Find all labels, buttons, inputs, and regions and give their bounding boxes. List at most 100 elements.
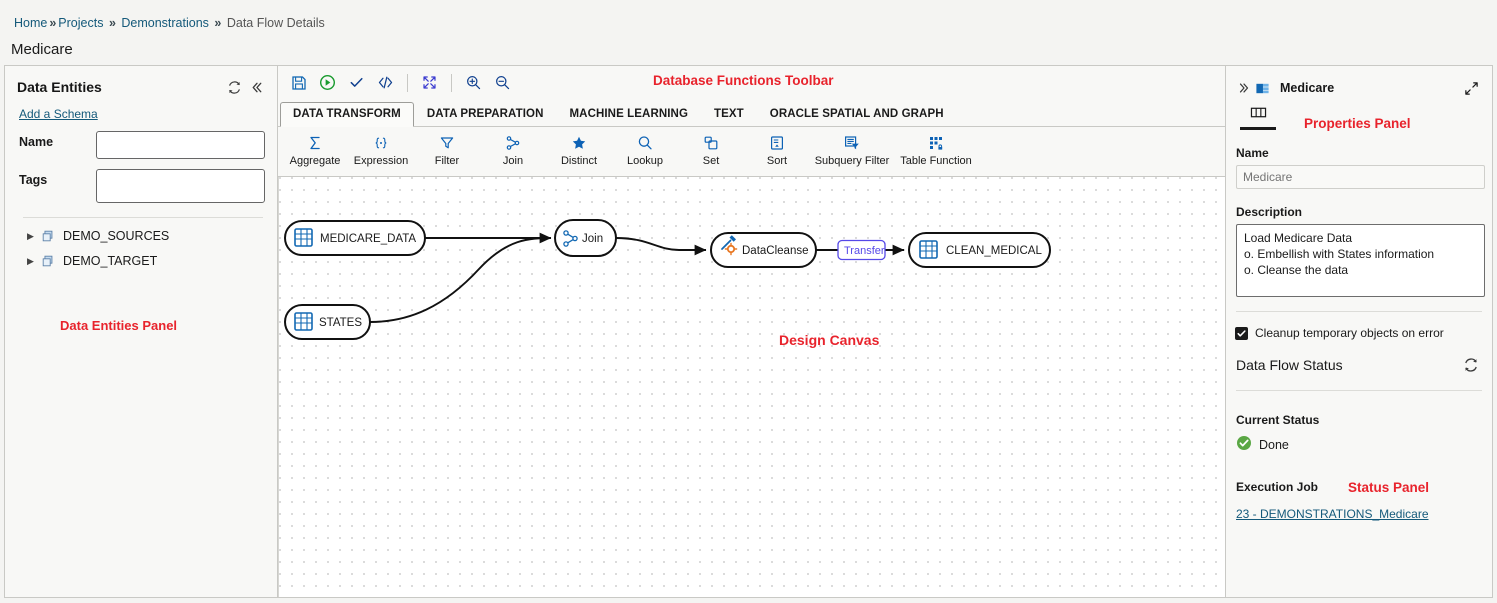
expand-diagonal-icon[interactable]	[1460, 77, 1482, 99]
canvas-node-label: STATES	[319, 317, 362, 329]
designer-area: Database Functions Toolbar DATA TRANSFOR…	[278, 66, 1225, 597]
set-icon	[702, 133, 720, 152]
canvas-badge-transfer[interactable]: Transfer	[837, 239, 886, 261]
page-title: Medicare	[11, 41, 73, 58]
tab-machine-learning[interactable]: MACHINE LEARNING	[569, 108, 688, 120]
success-check-icon	[1236, 435, 1252, 454]
name-filter-input[interactable]	[96, 131, 265, 159]
properties-panel-header: Medicare	[1226, 66, 1492, 99]
function-filter[interactable]: Filter	[414, 131, 480, 167]
table-icon	[919, 240, 938, 259]
breadcrumb-separator: »	[214, 16, 222, 30]
fit-to-screen-icon[interactable]	[415, 70, 444, 96]
subquery-filter-icon	[843, 133, 861, 152]
zoom-out-icon[interactable]	[488, 70, 517, 96]
canvas-node-states[interactable]: STATES	[284, 304, 371, 340]
execution-job-label: Execution Job	[1236, 480, 1319, 494]
function-subquery-filter[interactable]: Subquery Filter	[810, 131, 894, 167]
canvas-badge-label: Transfer	[844, 245, 885, 257]
magnifier-icon	[636, 133, 654, 152]
run-button[interactable]	[313, 70, 342, 96]
properties-description-textarea[interactable]: Load Medicare Data o. Embellish with Sta…	[1236, 224, 1485, 297]
breadcrumb-separator: »	[49, 16, 57, 30]
function-aggregate[interactable]: Aggregate	[282, 131, 348, 167]
function-label: Subquery Filter	[814, 155, 890, 167]
breadcrumb-item-projects[interactable]: Projects	[58, 16, 104, 30]
breadcrumb-separator: »	[108, 16, 116, 30]
properties-panel-title: Medicare	[1280, 81, 1335, 95]
current-status-value: Done	[1259, 437, 1289, 452]
properties-name-input[interactable]	[1236, 165, 1485, 189]
tab-oracle-spatial-and-graph[interactable]: ORACLE SPATIAL AND GRAPH	[769, 108, 944, 120]
refresh-icon[interactable]	[223, 76, 245, 98]
function-label: Sort	[766, 155, 788, 167]
function-join[interactable]: Join	[480, 131, 546, 167]
function-label: Aggregate	[289, 155, 341, 167]
tags-filter-label: Tags	[19, 173, 48, 187]
canvas-node-medicare-data[interactable]: MEDICARE_DATA	[284, 220, 426, 256]
collapse-left-icon[interactable]	[245, 76, 267, 98]
chevron-right-icon[interactable]: ▶	[27, 230, 34, 241]
function-expression[interactable]: Expression	[348, 131, 414, 167]
canvas-node-datacleanse[interactable]: DataCleanse	[710, 232, 817, 268]
annotation-properties-panel: Properties Panel	[1304, 116, 1411, 131]
canvas-node-label: MEDICARE_DATA	[320, 233, 416, 245]
columns-icon	[1249, 105, 1268, 123]
schema-icon	[41, 254, 55, 268]
function-sort[interactable]: Sort	[744, 131, 810, 167]
hammer-gear-icon	[721, 235, 738, 256]
tab-data-transform[interactable]: DATA TRANSFORM	[280, 102, 414, 127]
data-entities-panel: Data Entities Add a Schema	[5, 66, 278, 597]
design-canvas[interactable]: MEDICARE_DATA STATES	[278, 177, 1225, 597]
edge-join-to-datacleanse	[615, 237, 707, 256]
function-category-tabs: DATA TRANSFORM DATA PREPARATION MACHINE …	[278, 99, 1225, 127]
annotation-data-entities-panel: Data Entities Panel	[60, 318, 178, 333]
braces-icon	[372, 133, 390, 152]
active-tab-indicator	[1240, 127, 1276, 130]
toolbar-divider	[451, 73, 452, 92]
refresh-icon[interactable]	[1460, 354, 1482, 376]
breadcrumb-item-home[interactable]: Home	[14, 16, 48, 30]
data-flow-status-title: Data Flow Status	[1236, 357, 1343, 373]
tab-text[interactable]: TEXT	[714, 108, 744, 120]
validate-button[interactable]	[342, 70, 371, 96]
tab-properties-columns[interactable]	[1238, 105, 1278, 130]
data-entities-title: Data Entities	[17, 79, 102, 95]
data-flow-status-header: Data Flow Status	[1236, 354, 1482, 376]
schema-label: DEMO_SOURCES	[63, 229, 170, 243]
add-a-schema-link[interactable]: Add a Schema	[19, 107, 98, 121]
tab-data-preparation[interactable]: DATA PREPARATION	[426, 108, 544, 120]
funnel-icon	[438, 133, 456, 152]
edge-states-to-join	[369, 237, 552, 323]
canvas-node-label: Join	[582, 233, 603, 245]
data-entities-header: Data Entities	[5, 66, 277, 98]
function-table-function[interactable]: Table Function	[894, 131, 978, 167]
function-distinct[interactable]: Distinct	[546, 131, 612, 167]
breadcrumb-item-current: Data Flow Details	[226, 16, 325, 30]
schema-item-demo-sources[interactable]: ▶ DEMO_SOURCES	[27, 229, 277, 243]
function-label: Lookup	[626, 155, 664, 167]
name-filter-row: Name	[19, 131, 265, 159]
tags-filter-input[interactable]	[96, 169, 265, 203]
chevron-right-icon[interactable]: ▶	[27, 255, 34, 266]
code-button[interactable]	[371, 70, 400, 96]
save-button[interactable]	[284, 70, 313, 96]
function-set[interactable]: Set	[678, 131, 744, 167]
database-functions-toolbar: Database Functions Toolbar	[278, 66, 1225, 99]
canvas-node-clean-medical[interactable]: CLEAN_MEDICAL	[908, 232, 1051, 268]
chevron-double-right-icon[interactable]	[1236, 77, 1252, 99]
schema-item-demo-target[interactable]: ▶ DEMO_TARGET	[27, 254, 277, 268]
cleanup-temp-objects-checkbox[interactable]: Cleanup temporary objects on error	[1235, 326, 1492, 340]
sigma-icon	[306, 133, 324, 152]
zoom-in-icon[interactable]	[459, 70, 488, 96]
page-header: Home»Projects » Demonstrations » Data Fl…	[0, 0, 1497, 64]
function-label: Distinct	[560, 155, 598, 167]
main-content: Data Entities Add a Schema	[4, 65, 1493, 598]
breadcrumb-item-demonstrations[interactable]: Demonstrations	[121, 16, 209, 30]
canvas-node-join[interactable]: Join	[554, 219, 617, 257]
function-palette: Aggregate Expression	[278, 127, 1225, 177]
join-icon	[504, 133, 522, 152]
execution-job-link[interactable]: 23 - DEMONSTRATIONS_Medicare	[1236, 507, 1429, 521]
function-lookup[interactable]: Lookup	[612, 131, 678, 167]
name-filter-label: Name	[19, 135, 54, 149]
